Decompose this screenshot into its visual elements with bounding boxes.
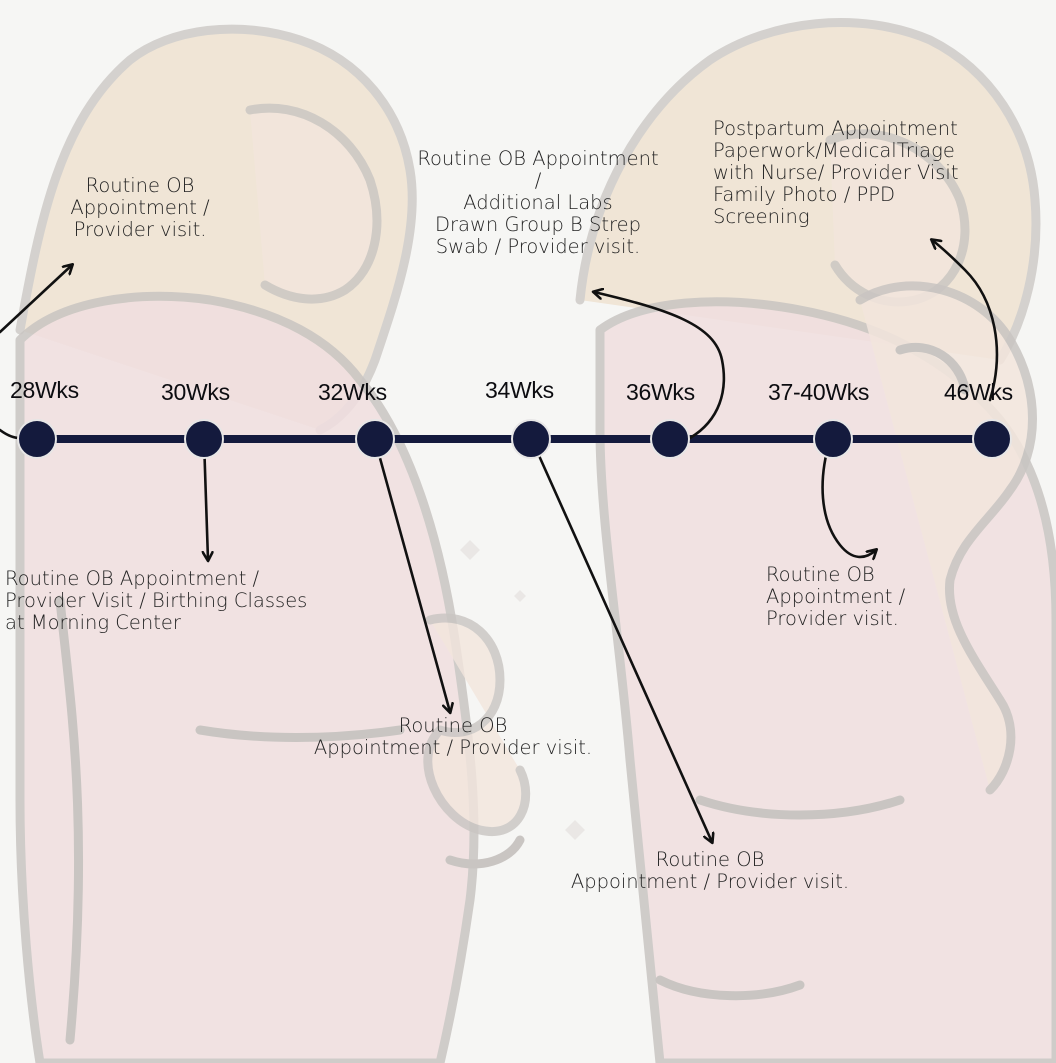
arrow-30 — [204, 438, 208, 560]
week-label-28: 28Wks — [10, 377, 79, 403]
note-36wks: Routine OB Appointment / Additional Labs… — [417, 147, 659, 258]
week-label-32: 32Wks — [318, 379, 387, 405]
note-46wks: Postpartum Appointment Paperwork/Medical… — [713, 117, 959, 228]
arrow-28 — [0, 265, 72, 334]
note-34wks: Routine OB Appointment / Provider visit. — [570, 848, 850, 893]
arrow-32 — [373, 438, 450, 712]
note-30wks: Routine OB Appointment / Provider Visit … — [5, 567, 308, 634]
week-label-34: 34Wks — [485, 377, 554, 403]
note-28wks: Routine OB Appointment / Provider visit. — [70, 174, 210, 241]
arrow-34 — [530, 438, 712, 842]
week-label-46: 46Wks — [944, 379, 1013, 405]
week-label-3740: 37-40Wks — [768, 379, 870, 405]
note-32wks: Routine OB Appointment / Provider visit. — [313, 714, 593, 759]
arrow-28-tail — [0, 428, 22, 440]
arrow-3740 — [821, 438, 876, 557]
left-woman-face — [245, 103, 382, 304]
timeline-node-3740 — [813, 419, 853, 459]
left-woman-hands — [423, 613, 531, 837]
timeline-node-34 — [511, 419, 551, 459]
timeline-node-46 — [972, 419, 1012, 459]
timeline-node-36 — [650, 419, 690, 459]
timeline-node-30 — [184, 419, 224, 459]
timeline-node-32 — [355, 419, 395, 459]
note-37-40wks: Routine OB Appointment / Provider visit. — [766, 563, 906, 630]
week-label-36: 36Wks — [626, 379, 695, 405]
arrow-36 — [594, 292, 726, 440]
arrow-46 — [932, 240, 999, 402]
baby — [855, 281, 1037, 795]
week-label-30: 30Wks — [161, 379, 230, 405]
timeline-node-28 — [17, 419, 57, 459]
